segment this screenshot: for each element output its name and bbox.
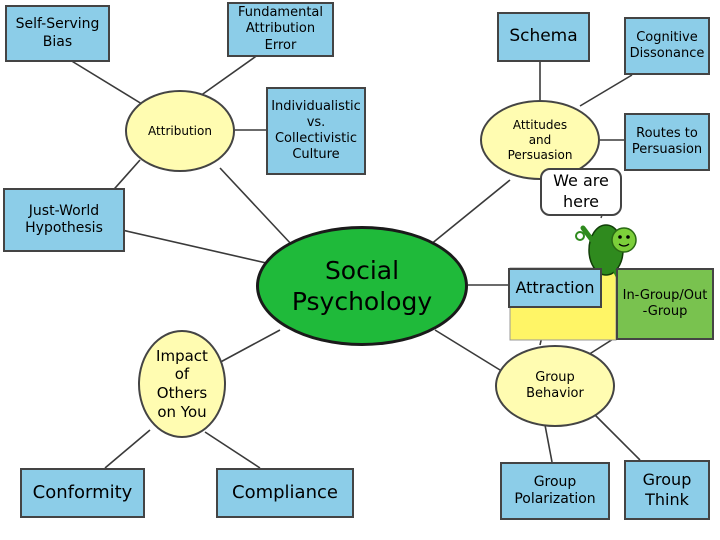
node-group-behavior: Group Behavior — [495, 345, 615, 427]
node-label: Fundamental Attribution Error — [237, 5, 324, 53]
line-groupbehavior-center — [434, 329, 501, 371]
node-label: In-Group/Out -Group — [622, 287, 708, 319]
node-social-psychology: Social Psychology — [256, 226, 468, 346]
node-label: Attraction — [515, 278, 595, 297]
line-attitudes-cognitive — [579, 74, 633, 107]
node-label: Group Polarization — [514, 473, 596, 508]
line-groupbehavior-polarization — [544, 424, 553, 463]
line-attribution-center — [219, 167, 293, 246]
node-label: Routes to Persuasion — [631, 125, 703, 157]
line-attribution-fae — [199, 51, 263, 97]
line-impact-center — [214, 329, 281, 366]
node-label: Individualistic vs. Collectivistic Cultu… — [271, 98, 361, 163]
you-are-here-callout: We are here — [540, 168, 622, 216]
callout-text: We are here — [553, 171, 609, 211]
node-impact-of-others: Impact of Others on You — [138, 330, 226, 438]
node-self-serving-bias: Self-Serving Bias — [5, 5, 110, 62]
node-group-polarization: Group Polarization — [500, 462, 610, 520]
node-just-world-hypothesis: Just-World Hypothesis — [3, 188, 125, 252]
node-label: Social Psychology — [291, 255, 433, 316]
node-schema: Schema — [497, 12, 590, 62]
node-group-think: Group Think — [624, 460, 710, 520]
node-individualistic-culture: Individualistic vs. Collectivistic Cultu… — [266, 87, 366, 175]
node-label: Self-Serving Bias — [15, 16, 100, 50]
line-impact-conformity — [104, 429, 151, 469]
node-fundamental-attribution-error: Fundamental Attribution Error — [227, 2, 334, 57]
node-attitudes-and-persuasion: Attitudes and Persuasion — [480, 100, 600, 180]
node-label: Attribution — [148, 123, 212, 138]
node-cognitive-dissonance: Cognitive Dissonance — [624, 17, 710, 75]
node-routes-to-persuasion: Routes to Persuasion — [624, 113, 710, 171]
line-impact-compliance — [204, 431, 261, 469]
node-label: Compliance — [232, 481, 338, 503]
node-label: Impact of Others on You — [156, 346, 208, 421]
node-label: Attitudes and Persuasion — [507, 117, 573, 162]
line-center-justworld — [121, 229, 276, 266]
node-label: Schema — [509, 26, 578, 47]
node-attribution: Attribution — [125, 90, 235, 172]
node-label: Just-World Hypothesis — [25, 202, 103, 237]
node-conformity: Conformity — [20, 468, 145, 518]
line-groupbehavior-groupthink — [594, 414, 641, 461]
node-in-group-out-group: In-Group/Out -Group — [616, 268, 714, 340]
node-attraction: Attraction — [508, 268, 602, 308]
node-label: Group Behavior — [526, 369, 584, 401]
node-compliance: Compliance — [216, 468, 354, 518]
node-label: Cognitive Dissonance — [629, 29, 705, 61]
node-label: Group Think — [642, 470, 692, 509]
line-attitudes-center — [429, 179, 511, 246]
node-label: Conformity — [32, 481, 133, 503]
